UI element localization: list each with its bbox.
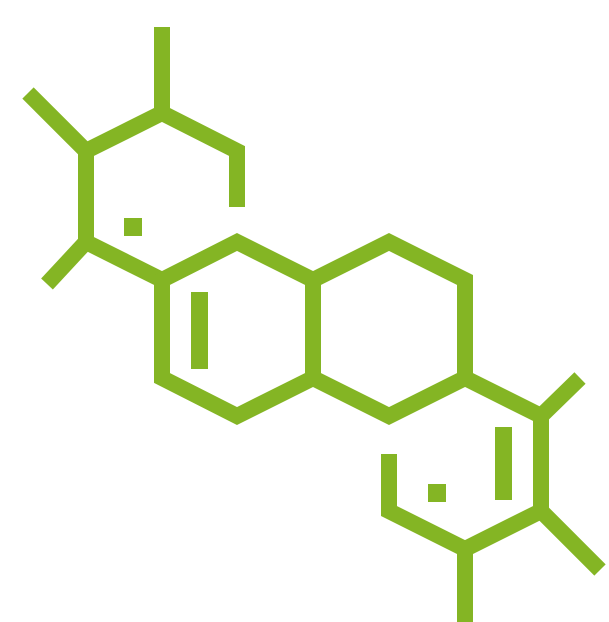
bottom-ring-bonds	[381, 370, 549, 558]
top-ring-atom-dot	[124, 218, 142, 236]
left-double-bond	[191, 292, 208, 369]
lower-right-methyl-bond	[535, 505, 606, 576]
upper-right-methyl-bond	[535, 372, 586, 422]
lower-left-methyl-bond	[41, 236, 92, 290]
upper-left-methyl-bond	[22, 87, 92, 157]
right-hexagon-ring	[305, 233, 473, 425]
right-double-bond	[495, 427, 512, 500]
left-hexagon-ring	[154, 233, 321, 425]
ring-link-bond	[82, 234, 166, 288]
bottom-ring-atom-dot	[428, 484, 446, 502]
top-ring-bonds	[78, 104, 245, 242]
